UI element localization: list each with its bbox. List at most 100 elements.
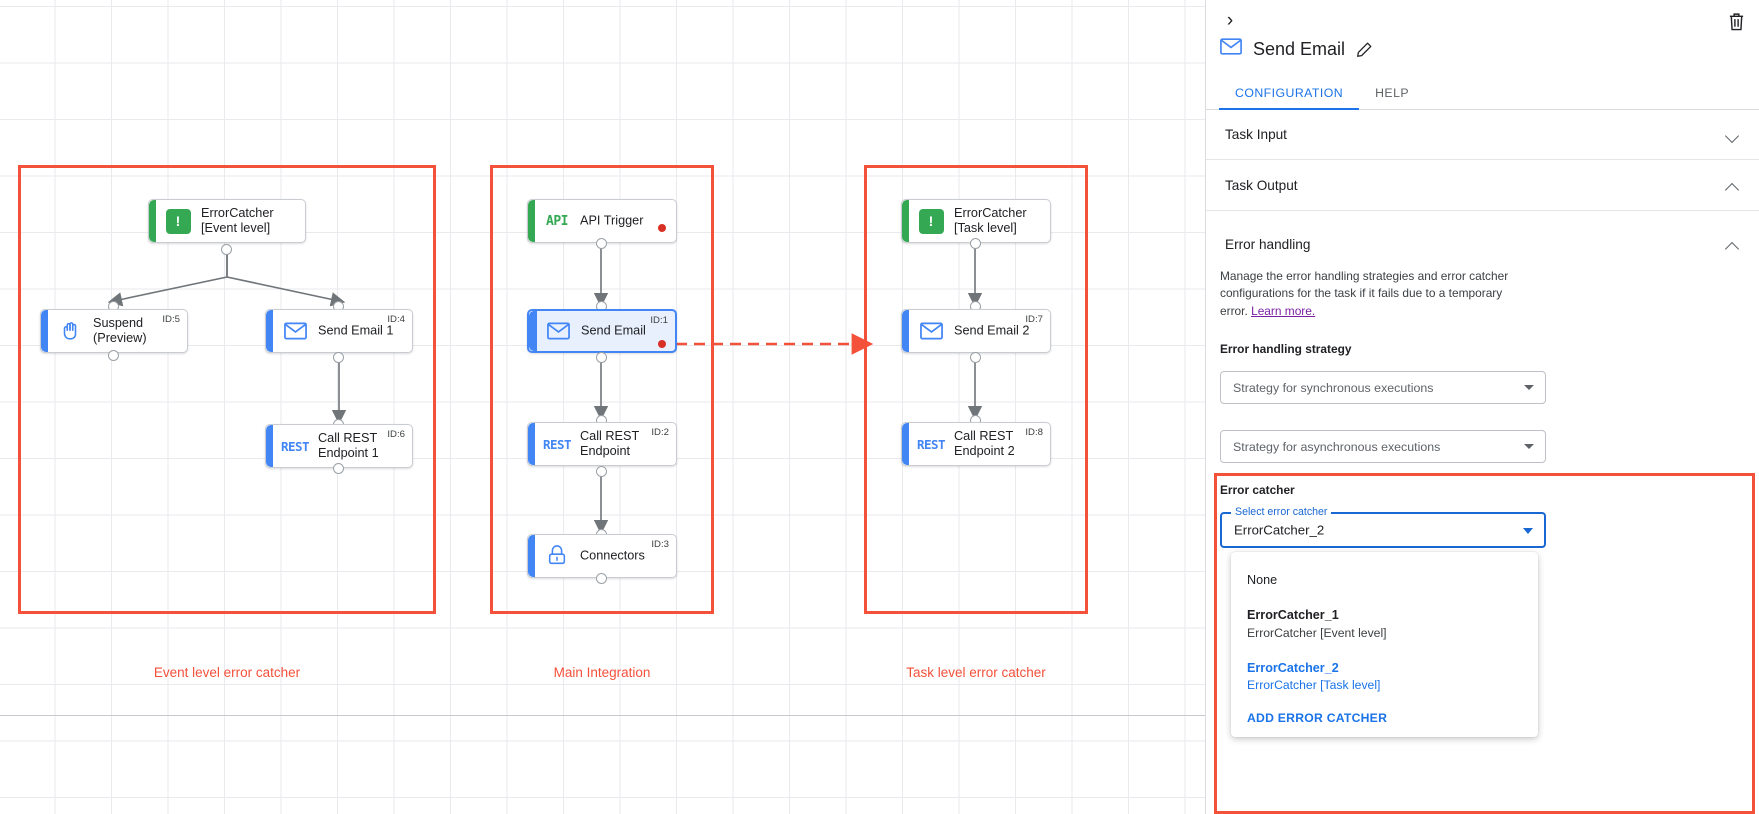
error-catcher-icon: ! [165,208,191,234]
error-handling-strategy-label: Error handling strategy [1220,342,1352,356]
node-api-trigger[interactable]: API API Trigger [527,199,677,243]
node-call-rest-endpoint[interactable]: REST Call REST Endpoint ID:2 [527,422,677,466]
node-call-rest-endpoint-2[interactable]: REST Call REST Endpoint 2 ID:8 [901,422,1051,466]
async-strategy-select[interactable]: Strategy for asynchronous executions [1220,430,1546,463]
async-strategy-value: Strategy for asynchronous executions [1233,439,1441,454]
node-suspend[interactable]: Suspend (Preview) ID:5 [40,309,188,353]
node-port-out[interactable] [108,350,119,361]
tab-help[interactable]: HELP [1375,86,1410,100]
section-task-output[interactable]: Task Output [1206,161,1759,211]
add-error-catcher-button[interactable]: ADD ERROR CATCHER [1247,710,1388,725]
node-accent-bar [528,200,535,242]
node-accent-bar [902,423,909,465]
group-caption-event-level: Event level error catcher [153,665,301,680]
node-port-out[interactable] [596,466,607,477]
node-port-out[interactable] [221,244,232,255]
sync-strategy-value: Strategy for synchronous executions [1233,380,1434,395]
node-port-out[interactable] [970,238,981,249]
error-badge: ! [918,208,944,234]
node-accent-bar [528,423,535,465]
section-task-input[interactable]: Task Input [1206,110,1759,160]
node-accent-bar [266,425,273,467]
node-id-tag: ID:3 [651,539,669,550]
rest-badge: REST [916,436,946,452]
node-send-email-selected[interactable]: Send Email ID:1 [527,309,677,353]
panel-header: › Send Email [1206,0,1759,76]
rest-icon: REST [542,431,572,457]
node-label: Send Email [581,323,646,338]
group-frame-event-level [18,165,436,614]
description-text: Manage the error handling strategies and… [1220,269,1509,318]
page-title: Send Email [1253,38,1346,59]
node-label: API Trigger [580,213,644,228]
node-accent-bar [149,200,156,242]
node-label: Call REST Endpoint 1 [318,431,379,460]
error-catcher-options-menu[interactable]: None ErrorCatcher_1 ErrorCatcher [Event … [1231,552,1538,737]
node-id-tag: ID:1 [650,315,668,326]
node-port-out[interactable] [333,463,344,474]
group-frame-task-level [864,165,1088,614]
node-label: Suspend (Preview) [93,316,147,345]
chevron-down-icon [1524,385,1534,390]
section-label: Error handling [1225,236,1311,252]
learn-more-link[interactable]: Learn more. [1251,303,1316,318]
workflow-canvas[interactable]: Event level error catcher Main Integrati… [0,0,1205,814]
select-error-catcher-label: Select error catcher [1231,506,1332,518]
envelope-icon [545,318,571,344]
node-port-out[interactable] [596,573,607,584]
error-handling-description: Manage the error handling strategies and… [1220,268,1515,320]
node-accent-bar [529,311,537,351]
node-label: Connectors [580,548,645,563]
section-error-handling[interactable]: Error handling [1206,219,1759,269]
select-error-catcher-dropdown[interactable]: Select error catcher ErrorCatcher_2 [1220,506,1546,548]
canvas-bottom-divider [0,715,1205,716]
node-port-out[interactable] [970,352,981,363]
node-label: Send Email 2 [954,323,1030,338]
task-config-panel: › Send Email CON [1205,0,1759,814]
node-connectors[interactable]: Connectors ID:3 [527,534,677,578]
group-frame-main-integration [490,165,714,614]
node-label: Call REST Endpoint 2 [954,429,1015,458]
node-id-tag: ID:6 [387,429,405,440]
node-call-rest-endpoint-1[interactable]: REST Call REST Endpoint 1 ID:6 [265,424,413,468]
menu-item-none[interactable]: None [1231,566,1538,594]
api-trigger-icon: API [544,208,570,234]
tab-configuration[interactable]: CONFIGURATION [1219,79,1360,110]
rest-icon: REST [281,433,310,459]
option-primary: None [1247,573,1278,587]
node-error-catcher-event-level[interactable]: ! ErrorCatcher [Event level] [148,199,306,243]
error-catcher-highlight-frame [1214,473,1755,814]
trash-icon[interactable] [1723,8,1749,34]
section-label: Task Output [1225,178,1298,193]
node-label: ErrorCatcher [Task level] [954,206,1027,235]
chevron-down-icon [1524,444,1534,449]
node-label: Send Email 1 [318,323,394,338]
envelope-icon [918,318,944,344]
node-accent-bar [41,310,48,352]
menu-item-error-catcher-2[interactable]: ErrorCatcher_2 ErrorCatcher [Task level] [1231,647,1538,699]
node-label: ErrorCatcher [Event level] [201,206,274,235]
node-id-tag: ID:2 [651,427,669,438]
node-accent-bar [902,310,909,352]
sync-strategy-select[interactable]: Strategy for synchronous executions [1220,371,1546,404]
error-catcher-icon: ! [918,208,944,234]
error-badge: ! [165,208,191,234]
connectors-icon [544,543,570,569]
section-label: Task Input [1225,127,1287,142]
node-port-out[interactable] [596,238,607,249]
chevron-down-icon [1523,527,1533,534]
menu-item-error-catcher-1[interactable]: ErrorCatcher_1 ErrorCatcher [Event level… [1231,594,1538,646]
node-port-out[interactable] [596,352,607,363]
collapse-panel-icon[interactable]: › [1226,10,1234,31]
rest-badge: REST [542,436,572,452]
node-id-tag: ID:4 [387,314,405,325]
node-port-out[interactable] [333,352,344,363]
group-caption-main-integration: Main Integration [553,665,651,680]
pencil-edit-icon[interactable] [1356,41,1373,58]
node-error-catcher-task-level[interactable]: ! ErrorCatcher [Task level] [901,199,1051,243]
node-send-email-1[interactable]: Send Email 1 ID:4 [265,309,413,353]
option-sub: ErrorCatcher [Task level] [1247,677,1381,692]
node-send-email-2[interactable]: Send Email 2 ID:7 [901,309,1051,353]
envelope-icon [282,318,308,344]
api-badge: API [546,213,568,229]
